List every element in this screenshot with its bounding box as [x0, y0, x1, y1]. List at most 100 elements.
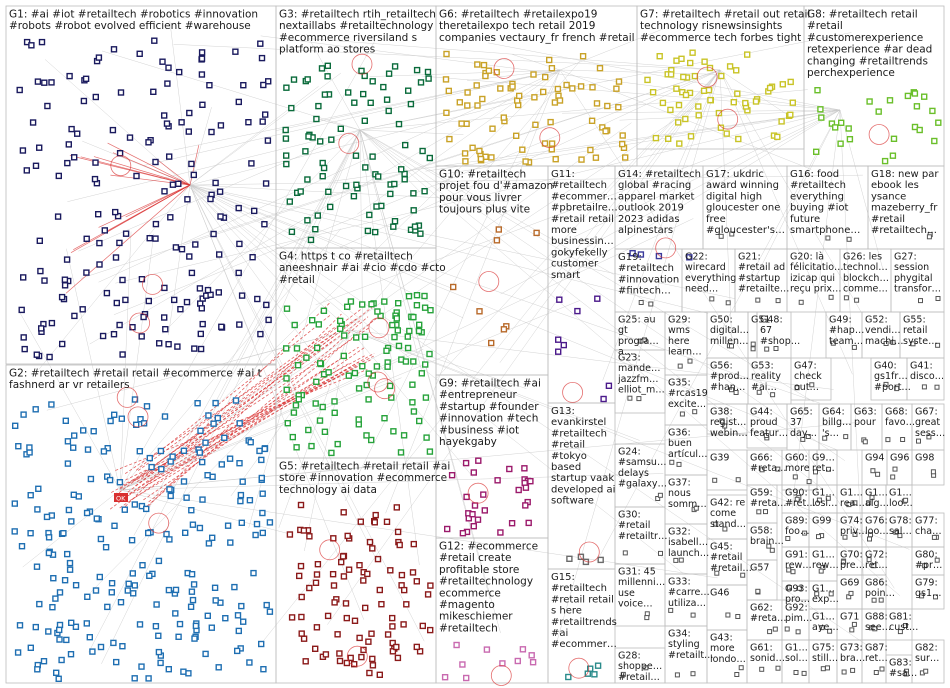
node-g73: [850, 667, 856, 673]
node-g6: [622, 154, 629, 161]
group-label-line: #ecommer…: [551, 639, 617, 650]
group-label-line: G51: [751, 315, 770, 326]
node-g8: [875, 108, 882, 115]
node-g80: [934, 557, 940, 563]
node-g2: [261, 445, 268, 453]
node-g1: [188, 160, 195, 168]
node-g2: [155, 557, 163, 565]
edge-faint: [189, 184, 736, 299]
node-g6: [532, 121, 539, 129]
node-g2: [233, 647, 241, 655]
node-g1: [20, 274, 27, 281]
node-g6: [456, 99, 463, 106]
node-g1: [111, 208, 119, 216]
node-g2: [189, 596, 197, 604]
group-label-line: global #racing: [618, 180, 691, 191]
node-g1: [258, 54, 266, 62]
node-g98: [930, 469, 936, 475]
node-g7: [707, 96, 714, 104]
node-g2: [212, 399, 219, 407]
edge-highlight: [135, 307, 373, 487]
node-g5: [339, 553, 347, 560]
group-label-line: store #innovation #ecommerce: [279, 472, 447, 484]
node-g5: [394, 654, 402, 662]
node-g9: [515, 486, 522, 494]
group-label-line: 67: [760, 325, 772, 336]
node-g9: [525, 519, 532, 527]
node-g2: [69, 444, 77, 451]
node-g2: [40, 658, 48, 665]
node-g1: [262, 111, 269, 118]
node-g3: [283, 152, 290, 159]
node-g8: [916, 126, 923, 134]
node-g5: [369, 545, 376, 552]
node-g1: [65, 141, 73, 148]
edge-highlight: [132, 359, 371, 483]
node-g5: [313, 571, 321, 578]
node-g80: [922, 563, 928, 569]
edge-faint: [349, 329, 834, 390]
group-label-line: #retailtech…: [871, 225, 937, 236]
node-g1: [34, 78, 42, 85]
node-g3: [417, 230, 424, 237]
node-g6: [482, 72, 489, 80]
node-g1h: [793, 670, 799, 675]
node-g6: [588, 117, 596, 125]
node-g45: [740, 572, 746, 578]
node-g50: [729, 343, 734, 349]
edge-faint: [182, 69, 721, 244]
group-label-line: #shop…: [760, 336, 800, 347]
node-g5: [398, 571, 406, 579]
node-g1b: [846, 502, 852, 508]
node-g9: [470, 469, 477, 476]
node-g1: [96, 261, 103, 268]
node-g5: [389, 648, 397, 655]
group-label-line: future: [790, 214, 820, 225]
edge-faint: [311, 38, 721, 71]
node-g7: [733, 67, 740, 74]
group-label-line: disco…: [910, 371, 944, 382]
group-label-line: G1…: [812, 612, 835, 623]
group-label-line: vendi…: [865, 325, 901, 336]
node-g2: [87, 475, 95, 483]
group-label-line: G14: #retailtech: [618, 169, 701, 180]
node-g34: [674, 672, 680, 678]
node-g12: [453, 641, 460, 649]
node-g5: [393, 643, 400, 651]
group-label-line: #retailtr…: [618, 531, 667, 542]
node-g2: [89, 648, 96, 655]
edge-faint: [839, 109, 864, 580]
node-g2: [169, 453, 176, 460]
group-label-line: #samsu…: [618, 457, 666, 468]
node-g7: [787, 78, 794, 86]
node-g5: [366, 669, 373, 677]
group-label-g56: G56:#prod…#han…: [710, 361, 749, 393]
node-g4: [319, 403, 326, 411]
group-label-g82: G82:sur…: [915, 643, 939, 665]
node-g2: [246, 497, 254, 504]
edge-faint: [101, 129, 361, 664]
node-g2: [119, 643, 126, 650]
node-g1: [208, 128, 215, 136]
node-g5: [356, 562, 363, 569]
node-g3: [319, 159, 326, 167]
node-g2: [121, 506, 129, 513]
group-label-g1g: G1…aye…: [812, 612, 839, 634]
node-g20: [828, 294, 834, 300]
group-label-line: #retailtech: [551, 583, 607, 594]
edge-faint: [189, 184, 376, 558]
node-g39: [735, 477, 741, 483]
node-g40: [883, 381, 889, 387]
group-label-line: G1…: [865, 488, 888, 499]
node-g2: [263, 601, 270, 609]
self-loop: [490, 665, 512, 686]
node-g6: [473, 82, 480, 89]
node-g3: [391, 217, 399, 225]
node-g5: [371, 519, 378, 526]
node-g10: [500, 326, 508, 333]
node-g2: [66, 559, 74, 567]
node-g10: [488, 339, 495, 347]
group-label-line: gs1…: [915, 588, 942, 599]
node-g2: [11, 422, 19, 429]
